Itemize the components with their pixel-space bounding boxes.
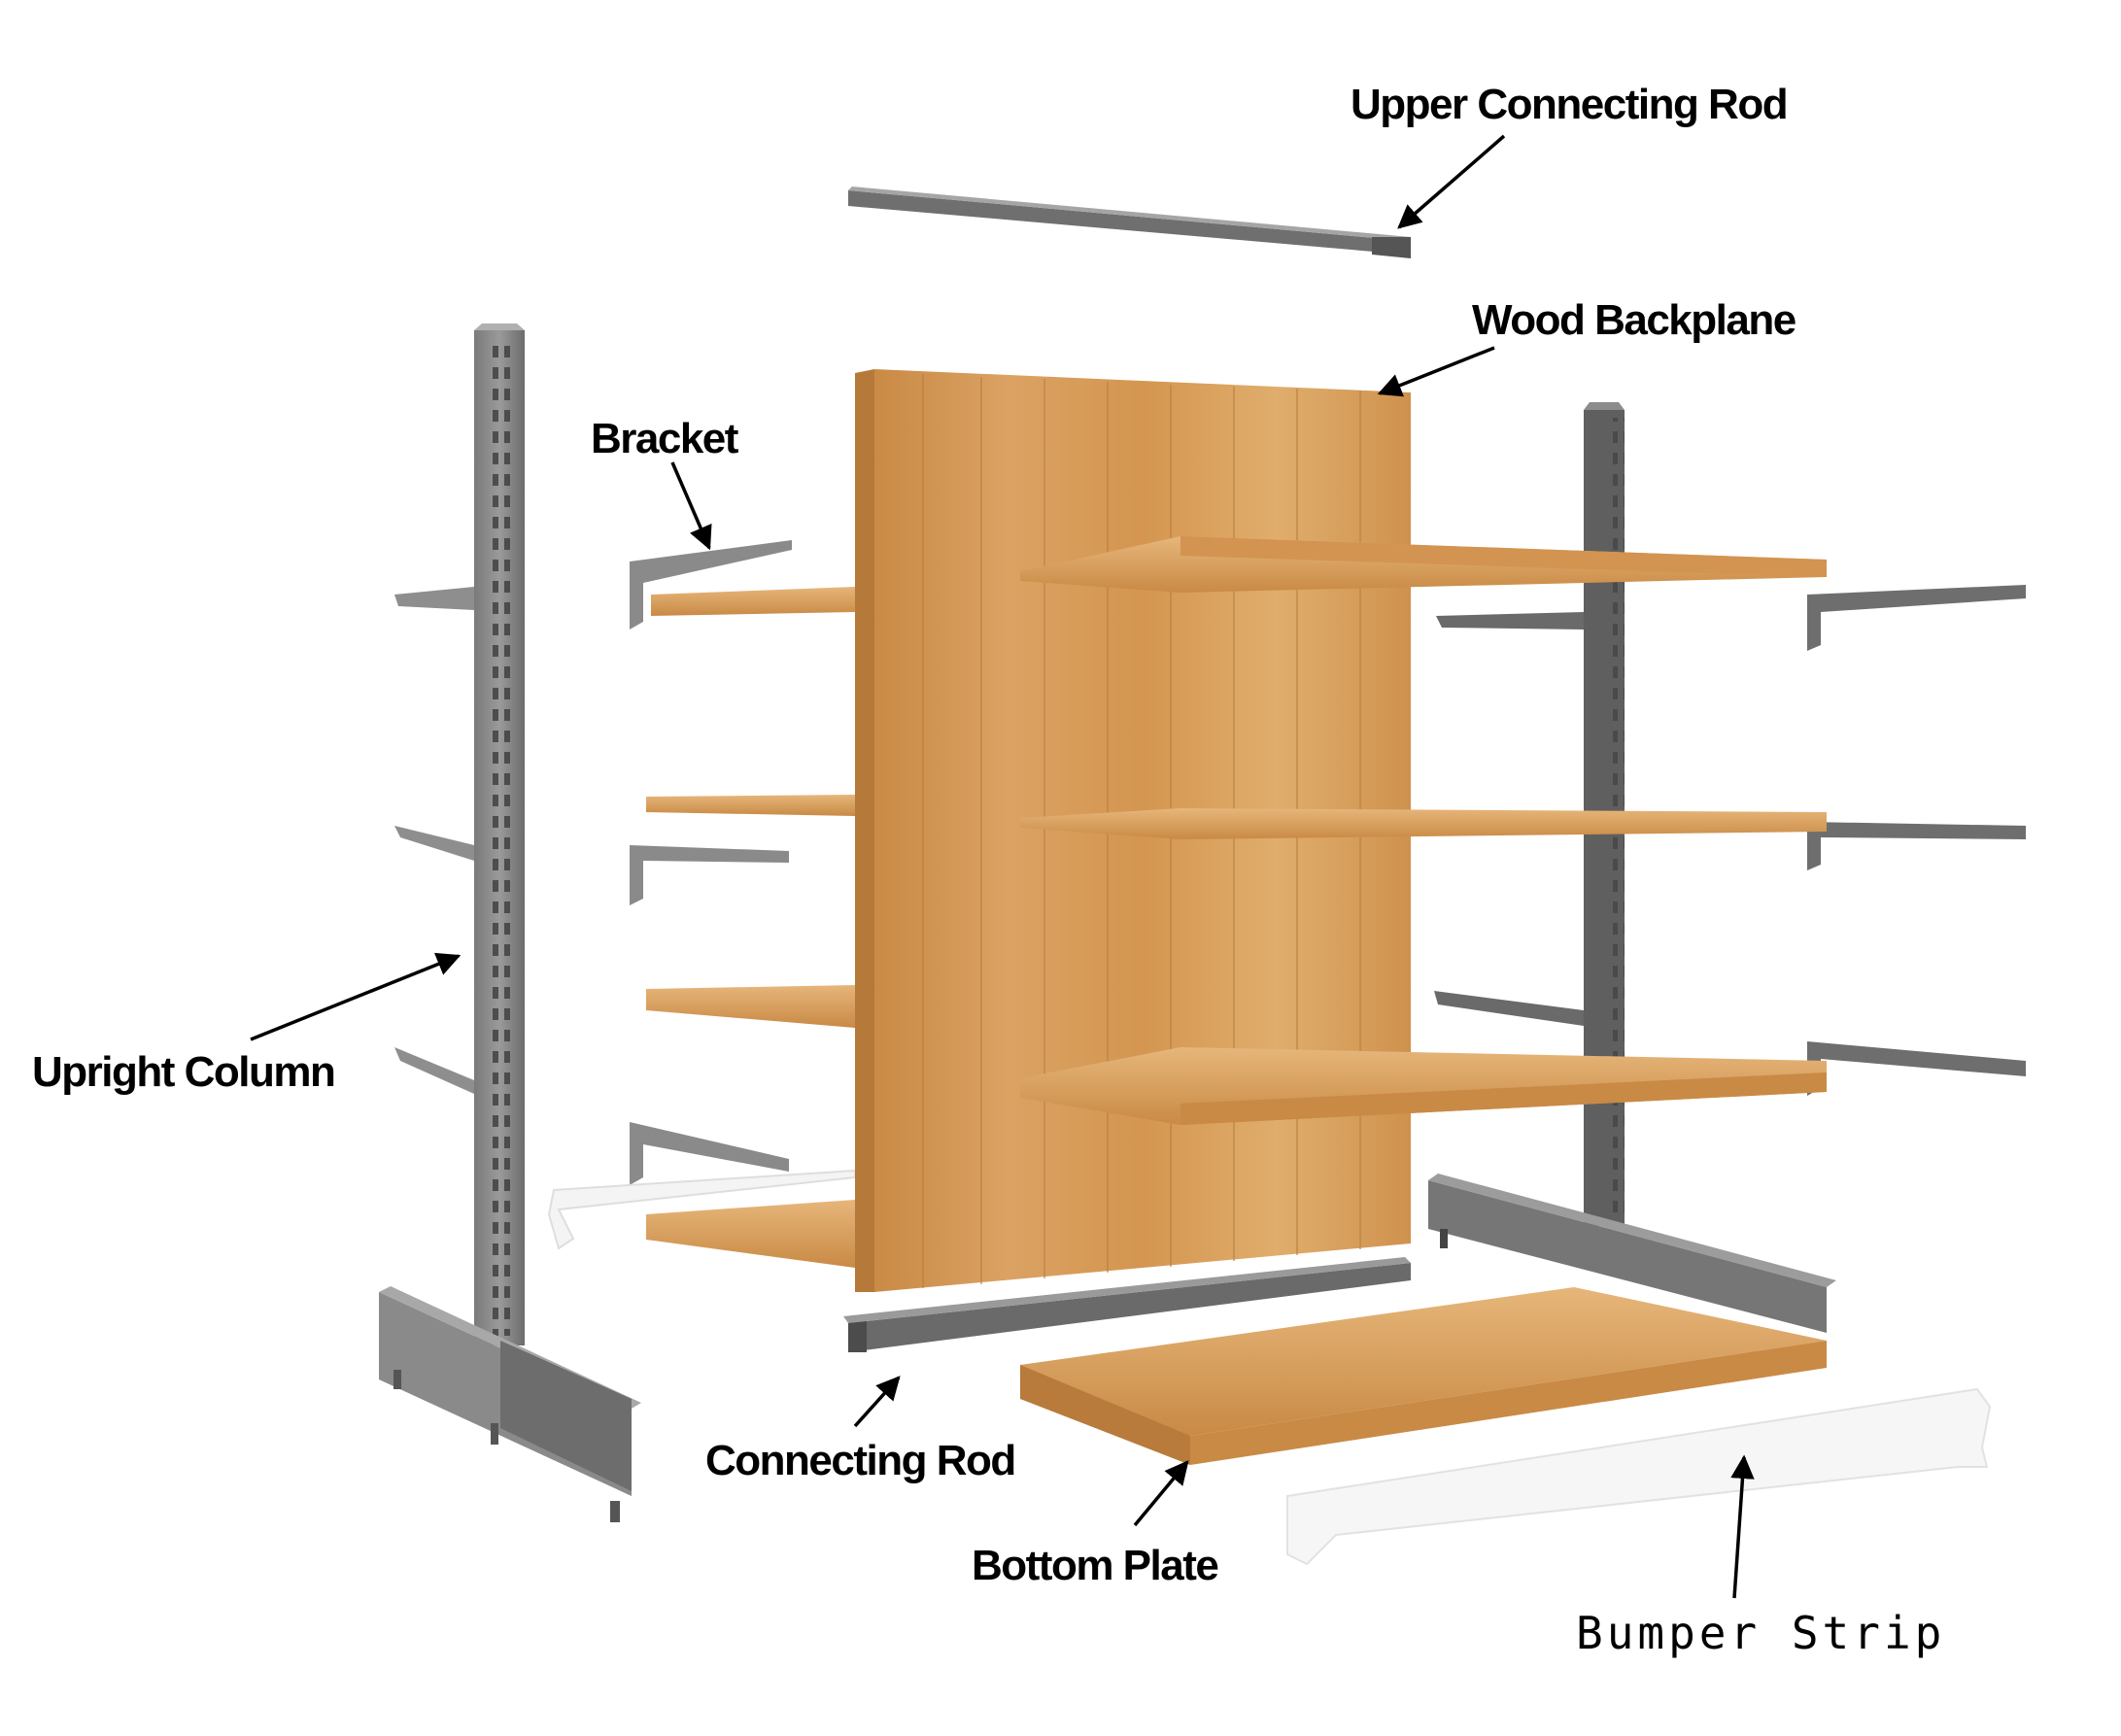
right-brackets bbox=[1807, 585, 2026, 1096]
label-upper-connecting-rod: Upper Connecting Rod bbox=[1351, 81, 1787, 128]
arrow-upper-connecting-rod bbox=[1397, 134, 1506, 229]
right-upright-column bbox=[1428, 402, 1836, 1333]
connecting-rod bbox=[843, 1257, 1411, 1352]
arrow-wood-backplane bbox=[1377, 346, 1495, 397]
label-connecting-rod: Connecting Rod bbox=[705, 1437, 1015, 1484]
label-upright-column: Upright Column bbox=[32, 1048, 334, 1096]
right-bumper-strip bbox=[1286, 1387, 1992, 1566]
right-shelves bbox=[1020, 536, 1827, 1125]
left-shelves bbox=[646, 587, 855, 1268]
label-bracket: Bracket bbox=[591, 415, 739, 462]
label-bumper-strip: Bumper Strip bbox=[1576, 1607, 1945, 1659]
arrow-bracket bbox=[670, 461, 712, 551]
bottom-plate bbox=[1020, 1287, 1827, 1465]
label-bottom-plate: Bottom Plate bbox=[972, 1542, 1217, 1589]
left-upright-column bbox=[379, 323, 641, 1522]
left-brackets bbox=[630, 540, 792, 1185]
arrow-bumper-strip bbox=[1730, 1454, 1755, 1599]
upper-connecting-rod bbox=[848, 187, 1411, 258]
arrow-connecting-rod bbox=[853, 1376, 901, 1428]
label-wood-backplane: Wood Backplane bbox=[1472, 296, 1796, 344]
arrow-bottom-plate bbox=[1133, 1460, 1189, 1527]
arrow-upright-column bbox=[250, 952, 462, 1041]
